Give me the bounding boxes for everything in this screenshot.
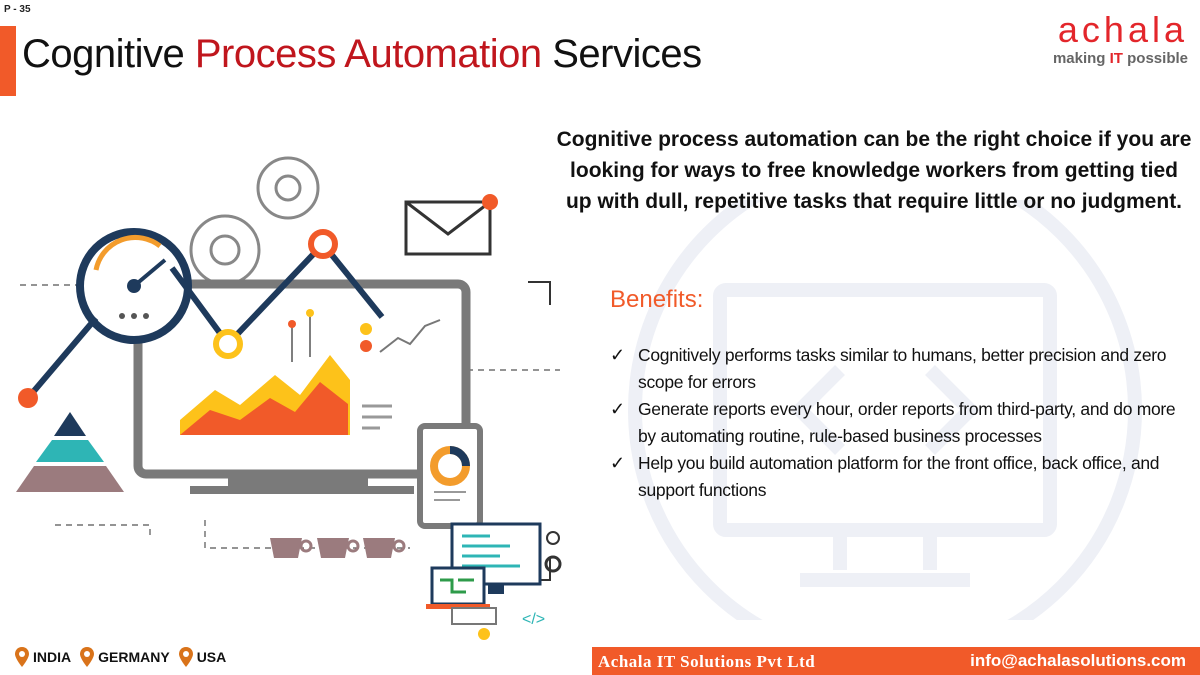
gear-icon-tiny [544,555,562,573]
envelope-icon [404,194,498,256]
title-part-1: Cognitive [22,32,195,76]
location-germany: GERMANY [79,646,170,668]
lightbulb-icon [478,628,490,640]
location-label: USA [196,649,227,665]
benefit-text: Generate reports every hour, order repor… [638,399,1176,446]
checkmark-icon: ✓ [610,399,625,419]
code-tag-icon: </> [522,611,545,628]
location-label: GERMANY [98,649,170,665]
background-monitor-icon [628,200,1142,620]
page-title: Cognitive Process Automation Services [22,32,702,77]
company-logo: achala making IT possible [1053,9,1188,68]
logo-tag-it: IT [1109,50,1123,67]
intro-paragraph: Cognitive process automation can be the … [556,128,1192,213]
title-highlight: Process Automation [194,32,542,76]
list-item: ✓ Cognitively performs tasks similar to h… [610,342,1190,396]
list-item: ✓ Generate reports every hour, order repo… [610,396,1190,450]
title-part-2: Services [541,32,702,76]
trend-node [18,388,38,408]
benefits-list: ✓ Cognitively performs tasks similar to h… [610,342,1190,504]
area-chart-front [180,382,348,435]
logo-tag-pre: making [1052,50,1110,67]
coffee-cups [270,538,395,558]
map-pin-icon [80,647,95,667]
keyboard-icon [451,607,497,625]
footer-locations: INDIA GERMANY USA [14,646,226,668]
corner-bracket [528,281,551,305]
location-usa: USA [178,646,227,668]
benefits-heading: Benefits: [610,286,704,313]
location-india: INDIA [14,646,71,668]
benefit-text: Cognitively performs tasks similar to hu… [638,345,1167,392]
monitor-icon [133,279,471,494]
checkmark-icon: ✓ [610,453,625,473]
footer-email-link[interactable]: info@achalasolutions.com [970,651,1186,670]
footer-company-name: Achala IT Solutions Pvt Ltd [598,652,816,671]
automation-illustration: </> [16,156,562,640]
logo-tagline: making IT possible [1053,50,1188,67]
location-label: INDIA [33,649,72,665]
gear-icon-small [256,156,320,220]
trend-line [25,239,385,400]
laptop-icon [426,566,490,609]
logo-tag-post: possible [1122,50,1188,67]
page-number: P - 35 [4,4,31,15]
benefit-text: Help you build automation platform for t… [638,453,1160,500]
speedometer-icon [76,228,192,344]
trend-node [308,229,338,259]
list-item: ✓ Help you build automation platform for … [610,450,1190,504]
map-pin-icon [15,647,29,667]
lock-icon [546,531,560,545]
map-pin-icon [178,647,193,667]
trend-node [213,329,243,359]
tablet-icon [417,423,483,529]
pyramid-icon [16,412,124,492]
title-accent-bar [0,26,16,96]
logo-name: achala [1057,9,1188,50]
checkmark-icon: ✓ [610,345,625,365]
gear-icon-large [189,214,261,286]
footer-bar: Achala IT Solutions Pvt Ltd info@achalas… [592,647,1200,675]
